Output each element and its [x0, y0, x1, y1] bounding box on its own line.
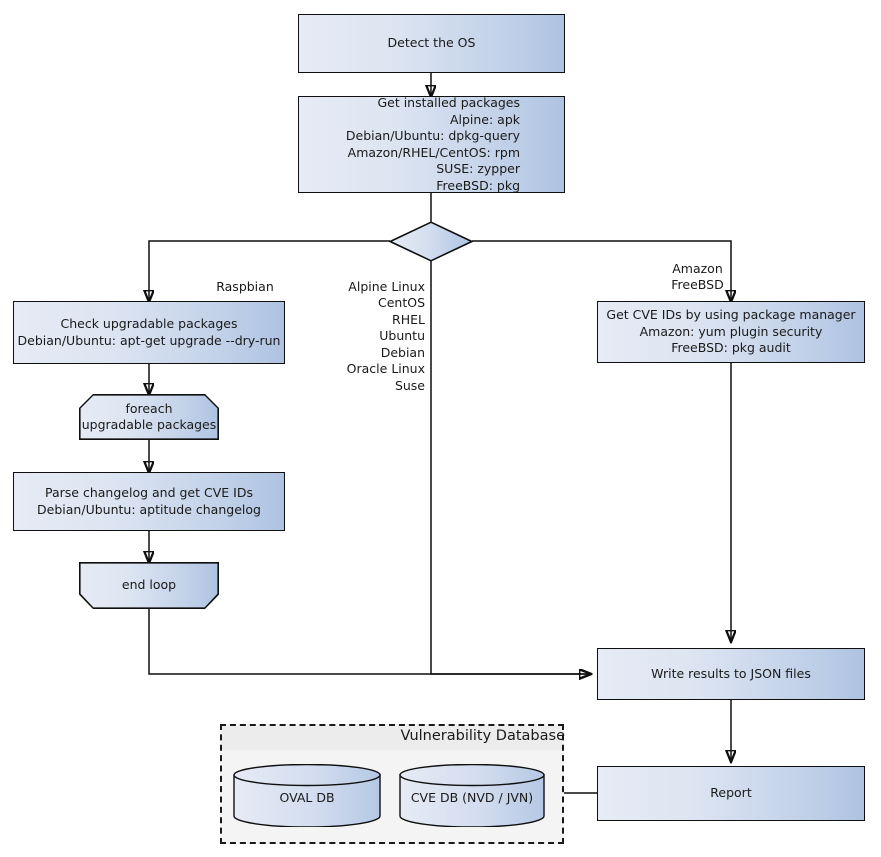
wire-endloop-to-writejson [148, 609, 590, 674]
database-cylinder-icon [399, 763, 545, 828]
node-foreach-loop-label: foreach upgradable packages [81, 400, 217, 432]
branch-label-middle-os-list: Alpine Linux CentOS RHEL Ubuntu Debian O… [300, 262, 425, 394]
branch-label-raspbian: Raspbian [160, 262, 330, 295]
decision-os-type[interactable] [388, 221, 474, 262]
node-get-installed-packages[interactable]: Get installed packages Alpine: apk Debia… [298, 95, 565, 193]
node-write-results-json[interactable]: Write results to JSON files [597, 648, 865, 700]
node-detect-os-label: Detect the OS [387, 35, 476, 51]
database-cylinder-icon [233, 763, 381, 828]
node-parse-changelog[interactable]: Parse changelog and get CVE IDs Debian/U… [13, 472, 285, 531]
wire-decision-middle [430, 260, 590, 674]
node-check-upgradable-packages[interactable]: Check upgradable packages Debian/Ubuntu:… [13, 301, 285, 364]
database-oval[interactable]: OVAL DB [233, 763, 381, 828]
node-end-loop[interactable]: end loop [79, 562, 219, 609]
vulnerability-database-header-band [222, 726, 562, 750]
node-parse-changelog-label: Parse changelog and get CVE IDs Debian/U… [37, 485, 261, 517]
node-report-label: Report [710, 785, 752, 801]
branch-label-raspbian-text: Raspbian [216, 278, 274, 294]
branch-label-middle-os-list-text: Alpine Linux CentOS RHEL Ubuntu Debian O… [346, 278, 425, 393]
node-get-cve-ids[interactable]: Get CVE IDs by using package manager Ama… [597, 301, 865, 363]
vulnerability-database-title: Vulnerability Database [330, 728, 565, 744]
node-check-upgradable-packages-label: Check upgradable packages Debian/Ubuntu:… [17, 316, 281, 348]
node-foreach-loop[interactable]: foreach upgradable packages [79, 394, 219, 440]
branch-label-amazon-freebsd-text: Amazon FreeBSD [671, 260, 724, 293]
diamond-shape [388, 221, 474, 262]
node-end-loop-label: end loop [121, 577, 177, 593]
vulnerability-database-title-text: Vulnerability Database [400, 728, 565, 744]
node-get-installed-packages-label: Get installed packages Alpine: apk Debia… [345, 95, 520, 193]
node-detect-os[interactable]: Detect the OS [298, 14, 565, 73]
node-get-cve-ids-label: Get CVE IDs by using package manager Ama… [606, 307, 856, 356]
node-report[interactable]: Report [597, 766, 865, 821]
database-cve[interactable]: CVE DB (NVD / JVN) [399, 763, 545, 828]
branch-label-amazon-freebsd: Amazon FreeBSD [620, 244, 775, 294]
node-write-results-json-label: Write results to JSON files [651, 665, 811, 681]
